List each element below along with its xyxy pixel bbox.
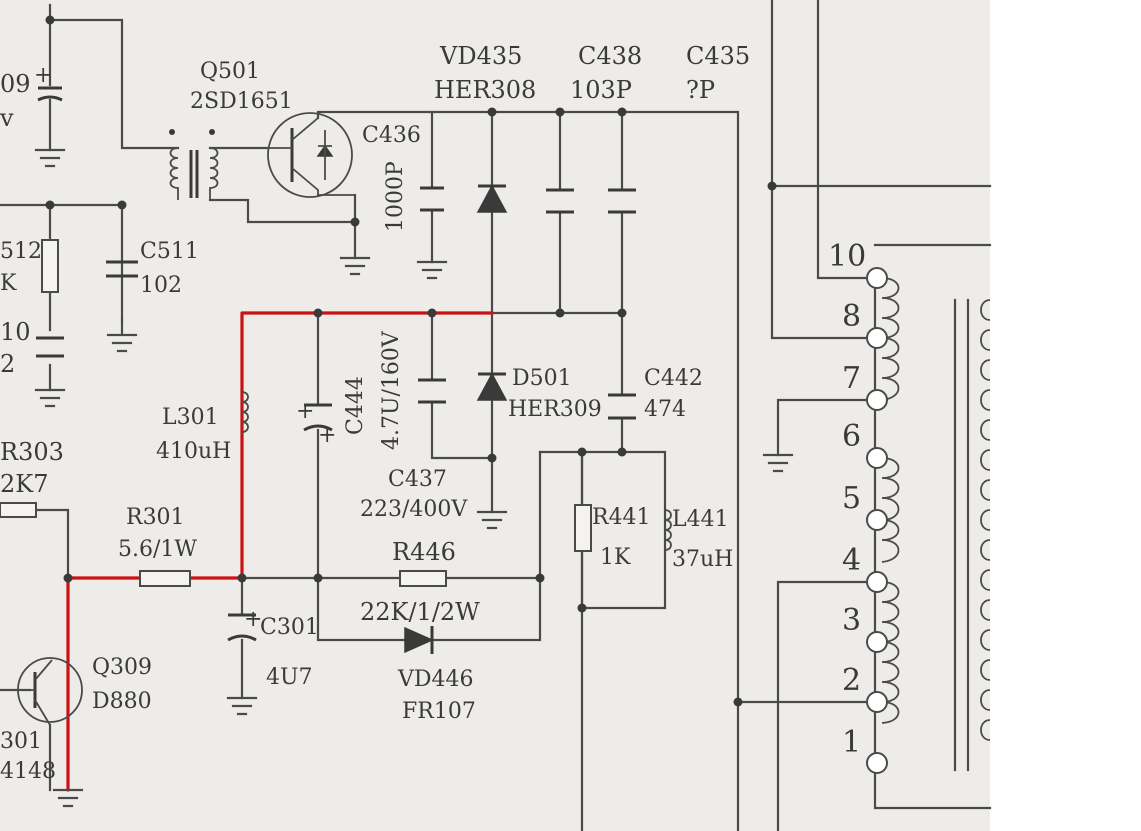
c438-val: 103P xyxy=(570,76,632,104)
cut-512: 512 xyxy=(0,239,42,264)
l301-ref: L301 xyxy=(162,405,219,430)
component-labels: Q501 2SD1651 VD435 HER308 C438 103P C435… xyxy=(0,42,750,784)
c301-val: 4U7 xyxy=(266,665,313,690)
r446-val: 22K/1/2W xyxy=(360,598,480,626)
pin-number: 7 xyxy=(842,361,861,396)
transformer-pins xyxy=(866,267,888,774)
svg-text:+: + xyxy=(296,399,314,424)
q309-ref: Q309 xyxy=(92,655,152,680)
junction-dots xyxy=(45,15,777,707)
r441-ref: R441 xyxy=(592,505,651,530)
d501-ref: D501 xyxy=(512,366,572,391)
grounds xyxy=(34,148,794,808)
vd446-val: FR107 xyxy=(402,699,476,724)
c436-ref: C436 xyxy=(362,123,421,148)
vd435-val: HER308 xyxy=(434,76,536,104)
c301-ref: C301 xyxy=(260,615,319,640)
r446-ref: R446 xyxy=(392,538,456,566)
r303-ref: R303 xyxy=(0,438,64,466)
inductors xyxy=(169,129,672,551)
c444-val: 4.7U/160V xyxy=(379,330,404,450)
pin-number: 6 xyxy=(842,419,861,454)
d501-val: HER309 xyxy=(508,397,602,422)
c437-ref: C437 xyxy=(388,467,447,492)
l441-val: 37uH xyxy=(672,547,733,572)
pin-number: 2 xyxy=(842,663,861,698)
pin-number: 10 xyxy=(828,239,866,274)
c435-ref: C435 xyxy=(686,42,750,70)
c435-val: ?P xyxy=(686,76,715,104)
cut-10: 10 xyxy=(0,318,31,346)
pin-number: 1 xyxy=(842,725,861,760)
r301-val: 5.6/1W xyxy=(118,537,197,562)
l301-val: 410uH xyxy=(156,439,231,464)
polarity-marks: + + + + xyxy=(34,63,336,632)
resistors xyxy=(0,239,592,587)
c442-ref: C442 xyxy=(644,366,703,391)
transistors xyxy=(17,112,355,726)
pin-number: 8 xyxy=(842,299,861,334)
transformer-windings xyxy=(881,277,991,741)
c436-val: 1000P xyxy=(383,161,408,232)
c444-ref: C444 xyxy=(343,376,368,435)
l441-ref: L441 xyxy=(672,507,729,532)
c511-val: 102 xyxy=(140,273,182,298)
svg-text:+: + xyxy=(318,423,336,448)
cut-2: 2 xyxy=(0,350,15,378)
vd435-ref: VD435 xyxy=(439,42,522,70)
pin-number: 4 xyxy=(842,543,861,578)
svg-text:+: + xyxy=(34,63,52,88)
r301-ref: R301 xyxy=(126,505,185,530)
diodes xyxy=(404,184,508,654)
q501-ref: Q501 xyxy=(200,59,260,84)
svg-text:+: + xyxy=(244,607,262,632)
c511-ref: C511 xyxy=(140,239,199,264)
q501-val: 2SD1651 xyxy=(190,89,293,114)
cut-4148: 4148 xyxy=(0,759,56,784)
pin-number: 3 xyxy=(842,603,861,638)
cut-k: K xyxy=(0,271,17,296)
cut-301: 301 xyxy=(0,729,42,754)
cut-v: v xyxy=(0,104,14,132)
c437-val: 223/400V xyxy=(360,497,468,522)
pin-number: 5 xyxy=(842,481,861,516)
schematic-sheet xyxy=(0,0,990,831)
c438-ref: C438 xyxy=(578,42,642,70)
transformer-pin-numbers: 10 8 7 6 5 4 3 2 1 xyxy=(828,239,866,760)
vd446-ref: VD446 xyxy=(397,667,474,692)
capacitors xyxy=(36,86,636,642)
q309-val: D880 xyxy=(92,689,152,714)
r441-val: 1K xyxy=(600,545,631,570)
r303-val: 2K7 xyxy=(0,470,48,498)
c442-val: 474 xyxy=(644,397,686,422)
cut-09: 09 xyxy=(0,70,31,98)
